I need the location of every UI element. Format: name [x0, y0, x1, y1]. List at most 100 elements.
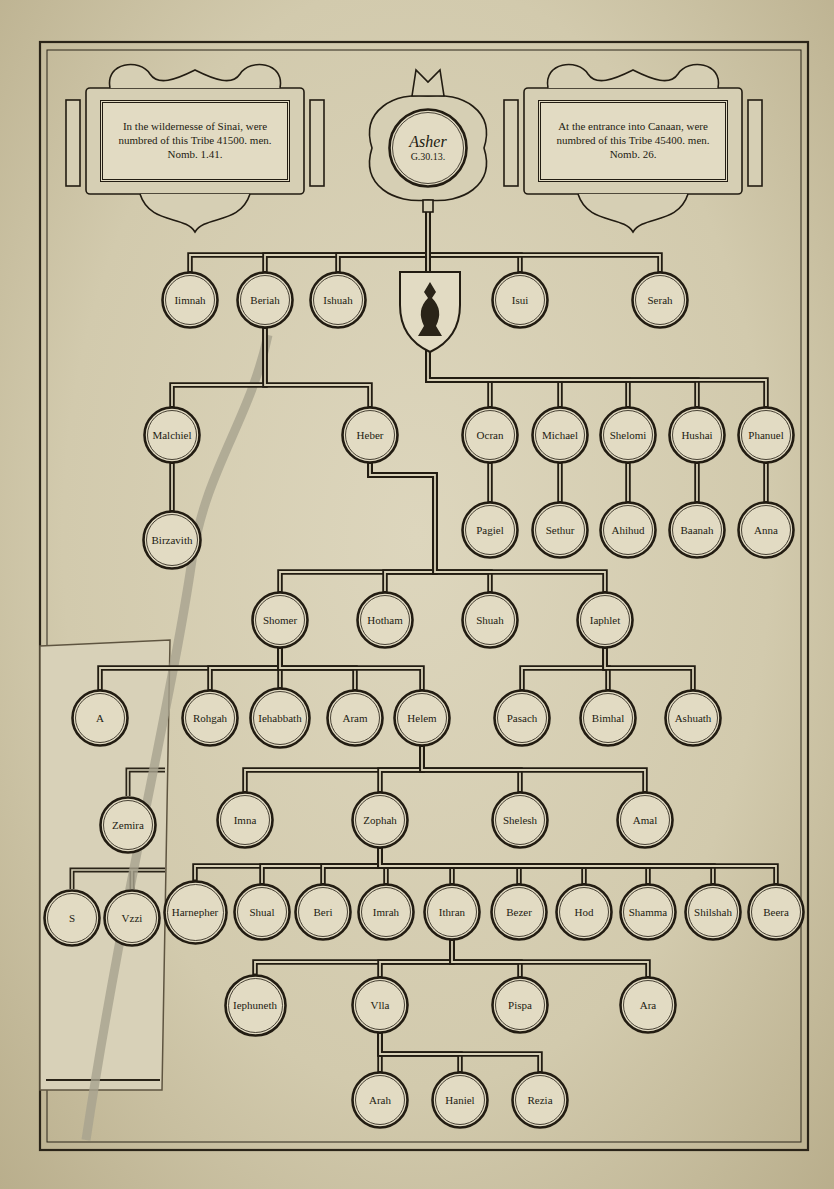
lineage-line	[380, 1034, 540, 1071]
lineage-line	[452, 941, 648, 976]
lineage-line	[628, 464, 629, 501]
circle-ring	[463, 593, 518, 648]
circle-ring	[493, 273, 548, 328]
lineage-line	[280, 649, 422, 689]
lineage-line	[370, 464, 605, 591]
circle-ring	[739, 408, 794, 463]
person-name: Iimnah	[174, 294, 205, 307]
text-wrap: In the wildernesse of Sinai, were numbre…	[111, 120, 279, 161]
person-circle: Pispa	[491, 976, 549, 1034]
cartouche-frame	[86, 88, 304, 194]
lineage-line	[763, 464, 769, 501]
circle-ring	[466, 506, 515, 555]
census-cartouche: In the wildernesse of Sinai, were numbre…	[100, 100, 290, 182]
lineage-line	[100, 649, 280, 689]
person-circle: Beri	[294, 883, 352, 941]
lineage-line	[605, 649, 693, 689]
person-name: Heber	[357, 429, 384, 442]
person-circle: Imna	[216, 791, 274, 849]
text-wrap: Shual	[249, 906, 274, 919]
circle-ring	[311, 273, 366, 328]
person-circle: S	[43, 889, 101, 947]
census-note: At the entrance into Canaan, were numbre…	[549, 120, 717, 161]
lineage-line	[422, 747, 645, 791]
person-name: Ashuath	[675, 712, 712, 725]
text-wrap: Serah	[647, 294, 672, 307]
column-ornament	[310, 100, 324, 186]
person-circle: Bezer	[490, 883, 548, 941]
person-name: Ocran	[477, 429, 504, 442]
lineage-line	[766, 464, 767, 501]
person-name: Malchiel	[152, 429, 191, 442]
person-name: Pasach	[507, 712, 538, 725]
text-wrap: Ara	[640, 999, 657, 1012]
circle-ring	[492, 885, 547, 940]
lineage-line	[100, 649, 280, 689]
circle-ring	[604, 411, 653, 460]
circle-ring	[299, 888, 348, 937]
circle-ring	[225, 975, 285, 1035]
text-wrap: Baanah	[681, 524, 714, 537]
text-wrap: Shamma	[629, 906, 668, 919]
lineage-line	[428, 188, 766, 406]
person-circle: Arah	[351, 1071, 409, 1129]
lineage-line	[265, 329, 370, 406]
census-note: In the wildernesse of Sinai, were numbre…	[111, 120, 279, 161]
text-wrap: Hushai	[681, 429, 712, 442]
circle-ring	[235, 885, 290, 940]
text-wrap: Ishuah	[323, 294, 352, 307]
person-name: Ithran	[439, 906, 465, 919]
person-circle: Phanuel	[737, 406, 795, 464]
person-circle: Amal	[616, 791, 674, 849]
text-wrap: Michael	[542, 429, 578, 442]
lineage-line	[560, 464, 561, 501]
text-wrap: At the entrance into Canaan, were numbre…	[549, 120, 717, 161]
person-name: Vlla	[371, 999, 390, 1012]
circle-ring	[343, 408, 398, 463]
person-circle: Serah	[631, 271, 689, 329]
text-wrap: Beera	[763, 906, 789, 919]
circle-ring	[296, 885, 351, 940]
circle-ring	[356, 1076, 405, 1125]
text-wrap: Imna	[234, 814, 257, 827]
text-wrap: Hotham	[367, 614, 402, 627]
asher-frame	[370, 95, 487, 200]
lineage-line	[280, 649, 422, 689]
person-name: Baanah	[681, 524, 714, 537]
text-wrap: Heber	[357, 429, 384, 442]
lineage-line	[280, 649, 422, 689]
lineage-line	[323, 849, 380, 883]
flap-line	[72, 870, 165, 889]
circle-ring	[433, 1073, 488, 1128]
person-circle: Birzavith	[142, 510, 202, 570]
circle-ring	[536, 411, 585, 460]
text-wrap: Hod	[575, 906, 594, 919]
circle-ring	[624, 981, 673, 1030]
lineage-line	[210, 649, 280, 689]
scroll-ornament	[110, 65, 281, 88]
lineage-line	[487, 464, 493, 501]
person-name: Ishuah	[323, 294, 352, 307]
text-wrap: Beri	[314, 906, 333, 919]
column-ornament	[748, 100, 762, 186]
lineage-line	[380, 849, 776, 883]
person-circle: Zophah	[351, 791, 409, 849]
circle-ring	[163, 273, 218, 328]
person-circle: Sethur	[531, 501, 589, 559]
text-wrap: Bezer	[506, 906, 532, 919]
person-name: Rohgah	[193, 712, 227, 725]
circle-ring	[636, 276, 685, 325]
person-circle: Shamma	[619, 883, 677, 941]
lineage-line	[380, 747, 422, 791]
circle-ring	[601, 503, 656, 558]
lineage-line	[169, 464, 175, 510]
lineage-line	[370, 464, 435, 591]
person-name: Hod	[575, 906, 594, 919]
text-wrap: Arah	[369, 1094, 391, 1107]
lineage-line	[428, 188, 766, 406]
person-circle: Hod	[555, 883, 613, 941]
lineage-line	[323, 849, 380, 883]
text-wrap: Shelesh	[503, 814, 537, 827]
circle-ring	[466, 596, 515, 645]
